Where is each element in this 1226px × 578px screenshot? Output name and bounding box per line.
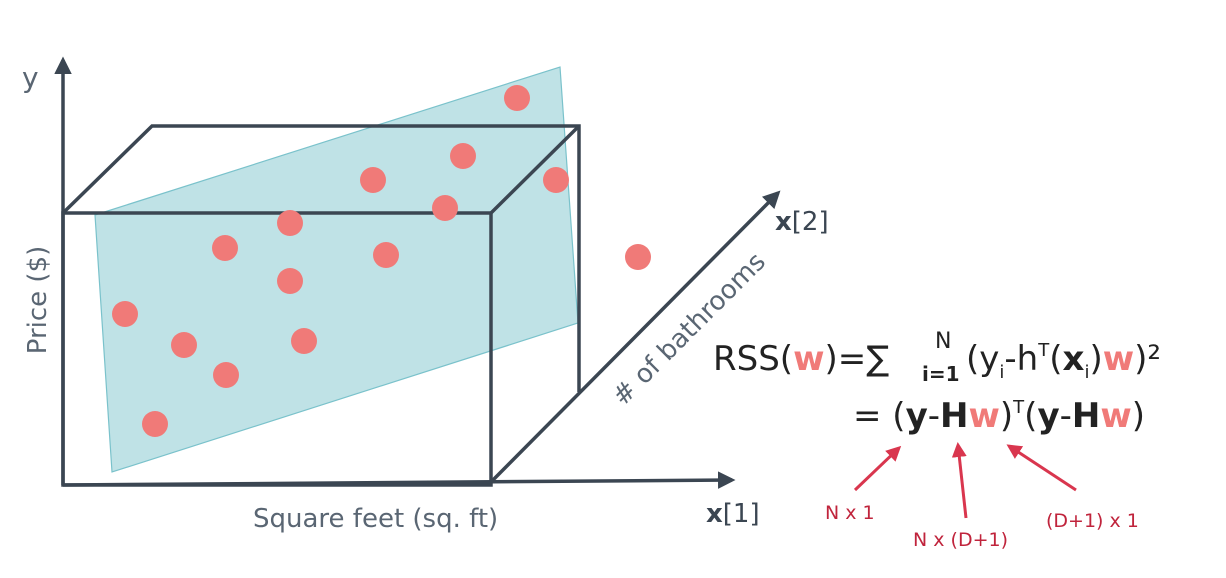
data-point: [212, 235, 238, 261]
data-point: [142, 411, 168, 437]
x2-axis-label: x[2]: [775, 207, 829, 237]
sum-upper-limit: N: [935, 329, 951, 354]
rss-equation-line2: = (y-Hw)T(y-Hw): [853, 396, 1145, 436]
data-point: [432, 195, 458, 221]
w-dim-label: (D+1) x 1: [1046, 510, 1139, 532]
data-point: [277, 210, 303, 236]
data-point: [543, 167, 569, 193]
data-point: [171, 332, 197, 358]
bathrooms-axis-label: # of bathrooms: [607, 247, 772, 412]
sum-lower-limit: i=1: [922, 362, 960, 386]
rss-equation-line1-rest: (yi-hT(xi)w)²: [966, 339, 1161, 383]
data-point: [112, 301, 138, 327]
sqft-axis-label: Square feet (sq. ft): [253, 504, 498, 534]
w-dim-arrow: [1006, 444, 1077, 492]
data-point: [360, 167, 386, 193]
data-point: [291, 328, 317, 354]
H-dim-arrow: [951, 442, 968, 519]
y-dim-label: N x 1: [825, 502, 875, 524]
x2-axis-line: [489, 190, 781, 484]
x1-axis-line: [62, 471, 736, 489]
y-axis-label: y: [22, 61, 39, 94]
x1-axis-label: x[1]: [706, 499, 760, 529]
data-point: [213, 362, 239, 388]
data-point: [373, 242, 399, 268]
price-axis-label: Price ($): [23, 246, 53, 355]
data-points: [112, 85, 651, 437]
rss-equation-line1: RSS(w)=∑: [713, 339, 889, 379]
y-dim-arrow: [853, 445, 902, 492]
data-point: [277, 268, 303, 294]
H-dim-label: N x (D+1): [913, 529, 1008, 551]
data-point: [625, 244, 651, 270]
data-point: [450, 143, 476, 169]
data-point: [504, 85, 530, 111]
